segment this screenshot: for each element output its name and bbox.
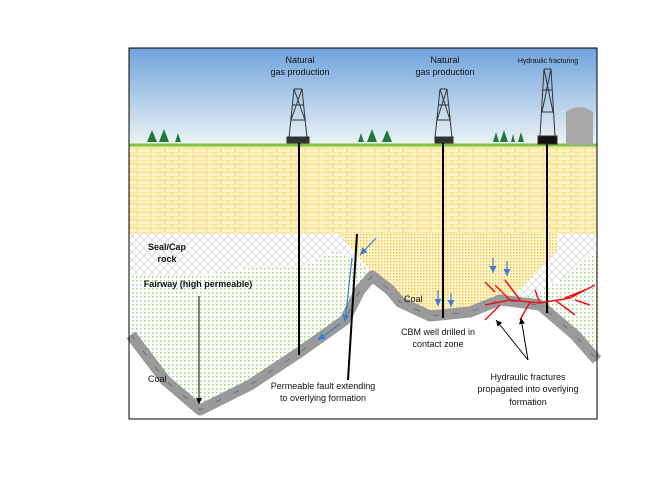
- frame-border: [128, 47, 598, 420]
- rig1-label-line1: Natural: [285, 55, 314, 65]
- fault-label-line2: to overlying formation: [280, 393, 366, 403]
- storage-tank: [566, 107, 593, 145]
- seal-label-line1: Seal/Cap: [148, 242, 187, 252]
- rig3-label: Hydraulic fracturing: [518, 58, 578, 65]
- cbm-label-line1: CBM well drilled in: [401, 327, 475, 337]
- labels: Natural gas production Natural gas produ…: [144, 55, 579, 407]
- fairway-label: Fairway (high permeable): [144, 279, 253, 289]
- coal-label-mid: Coal: [404, 294, 423, 304]
- rig2-label-line1: Natural: [430, 55, 459, 65]
- permeable-fault: [347, 233, 358, 381]
- coal-label-left: Coal: [148, 374, 167, 384]
- fault-label-line1: Permeable fault extending: [271, 381, 376, 391]
- wells: [298, 143, 548, 381]
- drilling-rig-icon: [537, 68, 558, 145]
- rigs: [286, 68, 558, 145]
- rig2-label-line2: gas production: [415, 67, 474, 77]
- fractures-label-line3: formation: [509, 397, 547, 407]
- fractures: [484, 279, 596, 321]
- seal-label-line2: rock: [157, 254, 177, 264]
- fractures-label-line2: propagated into overlying: [477, 384, 578, 394]
- flow-arrows: [317, 237, 511, 341]
- fractures-label-line1: Hydraulic fractures: [490, 372, 566, 382]
- cbm-label-line2: contact zone: [412, 339, 463, 349]
- pointer-arrows: [196, 296, 529, 404]
- brick-layer: [129, 146, 597, 234]
- rig1-label-line2: gas production: [270, 67, 329, 77]
- sky: [129, 48, 597, 146]
- fracture-network: [484, 279, 596, 321]
- coal-seam: [126, 270, 602, 416]
